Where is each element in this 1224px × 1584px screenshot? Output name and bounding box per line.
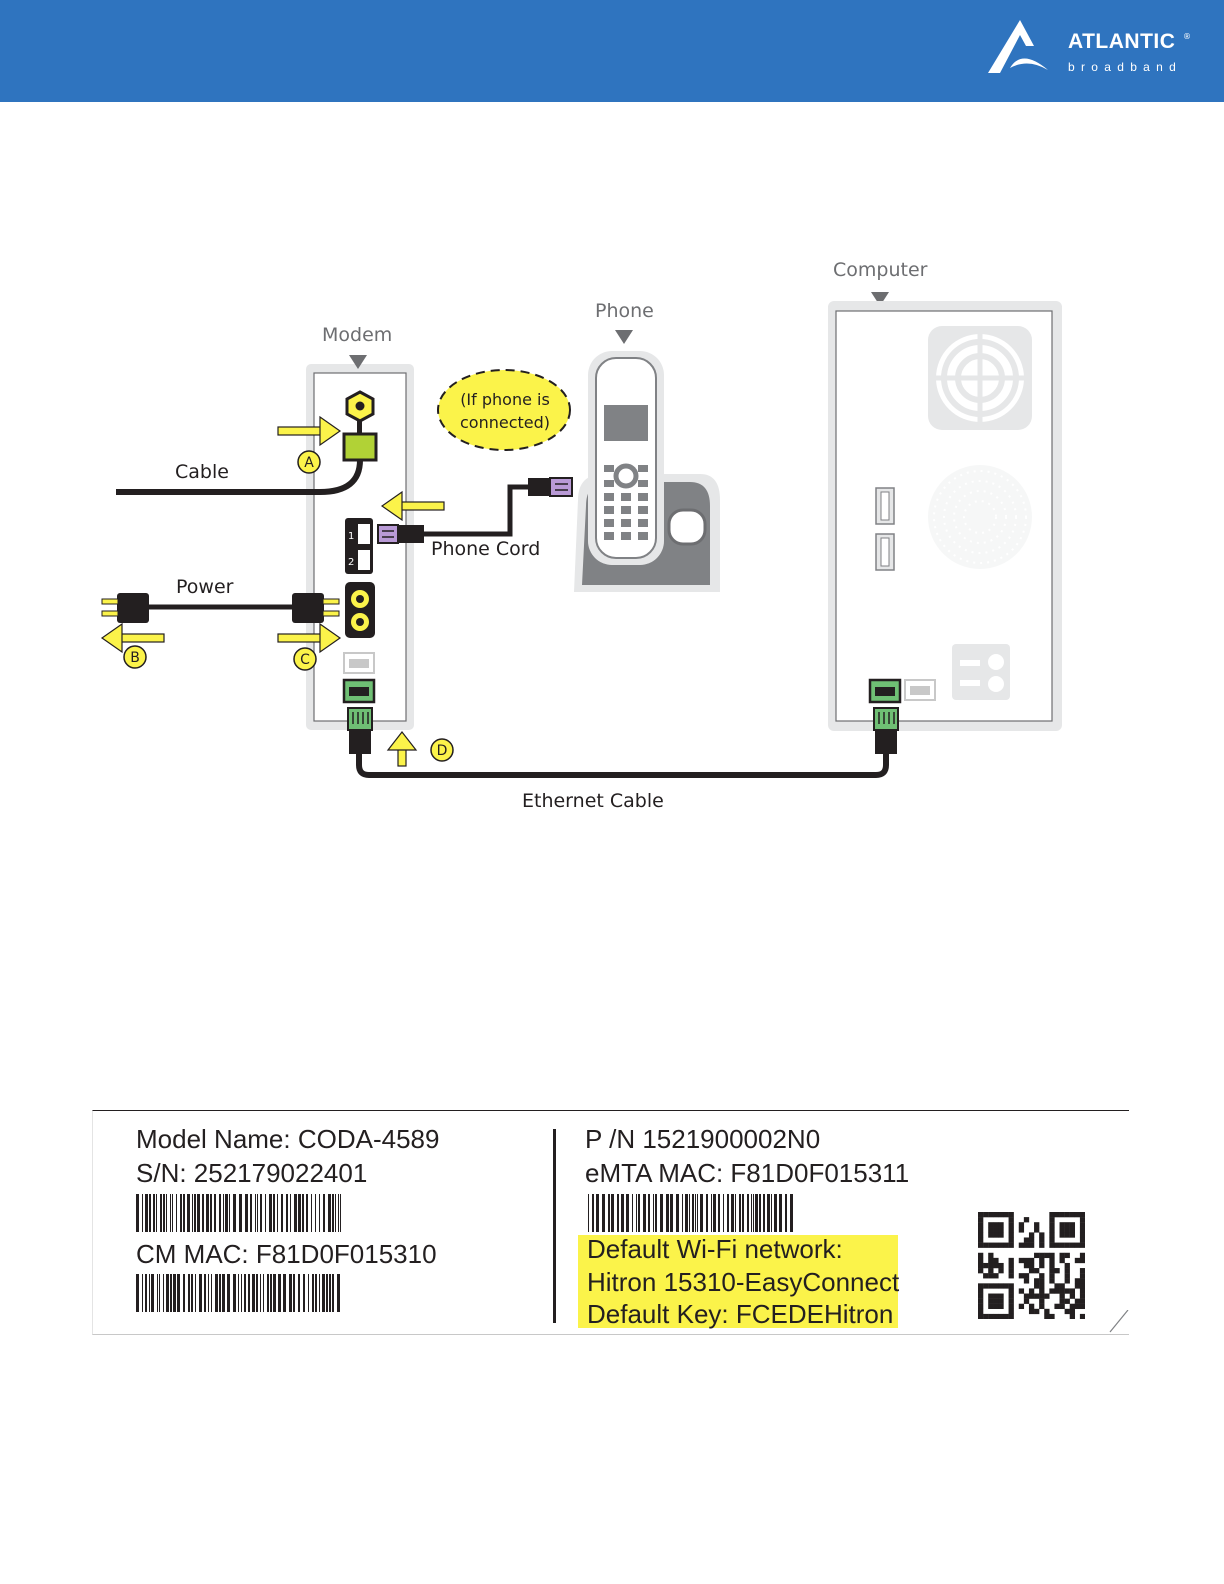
label-divider bbox=[553, 1129, 556, 1323]
computer-device bbox=[828, 292, 1062, 731]
wifi-network-label: Default Wi-Fi network: bbox=[587, 1234, 843, 1264]
phone-cord-plug-phone-icon bbox=[528, 478, 572, 496]
ethernet-port-active-icon bbox=[344, 680, 374, 702]
connection-diagram: 1 2 A bbox=[0, 0, 1224, 900]
fan-icon bbox=[928, 326, 1032, 430]
computer-ethernet-port-active-icon bbox=[870, 680, 900, 702]
ethernet-plug-computer-icon bbox=[874, 708, 898, 754]
part-number: P /N 1521900002N0 bbox=[585, 1124, 820, 1154]
phone-port-1-number: 1 bbox=[348, 531, 354, 542]
arrow-d-icon bbox=[388, 732, 416, 766]
wifi-default-key: Default Key: FCEDEHitron bbox=[587, 1299, 893, 1329]
serial-number: S/N: 252179022401 bbox=[136, 1158, 367, 1188]
step-b-badge: B bbox=[124, 646, 146, 668]
ethernet-port-inactive-icon bbox=[344, 653, 374, 673]
phone-note-text: (If phone is connected) bbox=[440, 388, 570, 434]
step-a-letter: A bbox=[304, 455, 314, 471]
ethernet-plug-modem-icon bbox=[348, 708, 372, 754]
cable-label: Cable bbox=[175, 461, 229, 483]
step-c-letter: C bbox=[300, 652, 310, 668]
phone-device bbox=[574, 330, 720, 592]
step-d-badge: D bbox=[431, 739, 453, 761]
computer-label: Computer bbox=[833, 259, 927, 281]
phone-port-2-number: 2 bbox=[348, 557, 354, 568]
computer-power-socket-icon bbox=[952, 644, 1010, 700]
coax-port-icon bbox=[347, 392, 373, 421]
phone-pointer-icon bbox=[615, 330, 633, 344]
phone-cord-label: Phone Cord bbox=[431, 538, 540, 560]
usb-port-icon bbox=[876, 488, 894, 524]
power-label: Power bbox=[176, 576, 233, 598]
step-b-letter: B bbox=[130, 650, 140, 666]
usb-port-icon bbox=[876, 534, 894, 570]
vent-grill-icon bbox=[928, 465, 1032, 569]
phone-port-icon: 1 2 bbox=[345, 518, 373, 574]
step-a-badge: A bbox=[298, 451, 320, 473]
qr-code bbox=[978, 1212, 1085, 1319]
step-d-letter: D bbox=[437, 743, 448, 759]
wifi-network-name: Hitron 15310-EasyConnect bbox=[587, 1267, 899, 1297]
emta-mac: eMTA MAC: F81D0F015311 bbox=[585, 1158, 909, 1188]
power-port-icon bbox=[345, 582, 375, 638]
modem-label: Modem bbox=[322, 324, 392, 346]
phone-cord-plug-modem-icon bbox=[378, 525, 424, 543]
step-c-badge: C bbox=[294, 648, 316, 670]
serial-barcode bbox=[136, 1194, 346, 1236]
cm-mac-barcode bbox=[136, 1274, 346, 1316]
phone-label: Phone bbox=[595, 300, 654, 322]
emta-mac-barcode bbox=[588, 1194, 798, 1236]
label-corner-fold bbox=[1108, 1310, 1130, 1334]
model-name: Model Name: CODA-4589 bbox=[136, 1124, 439, 1154]
computer-ethernet-port-inactive-icon bbox=[905, 680, 935, 700]
ethernet-cable-label: Ethernet Cable bbox=[522, 790, 664, 812]
cm-mac: CM MAC: F81D0F015310 bbox=[136, 1239, 437, 1269]
